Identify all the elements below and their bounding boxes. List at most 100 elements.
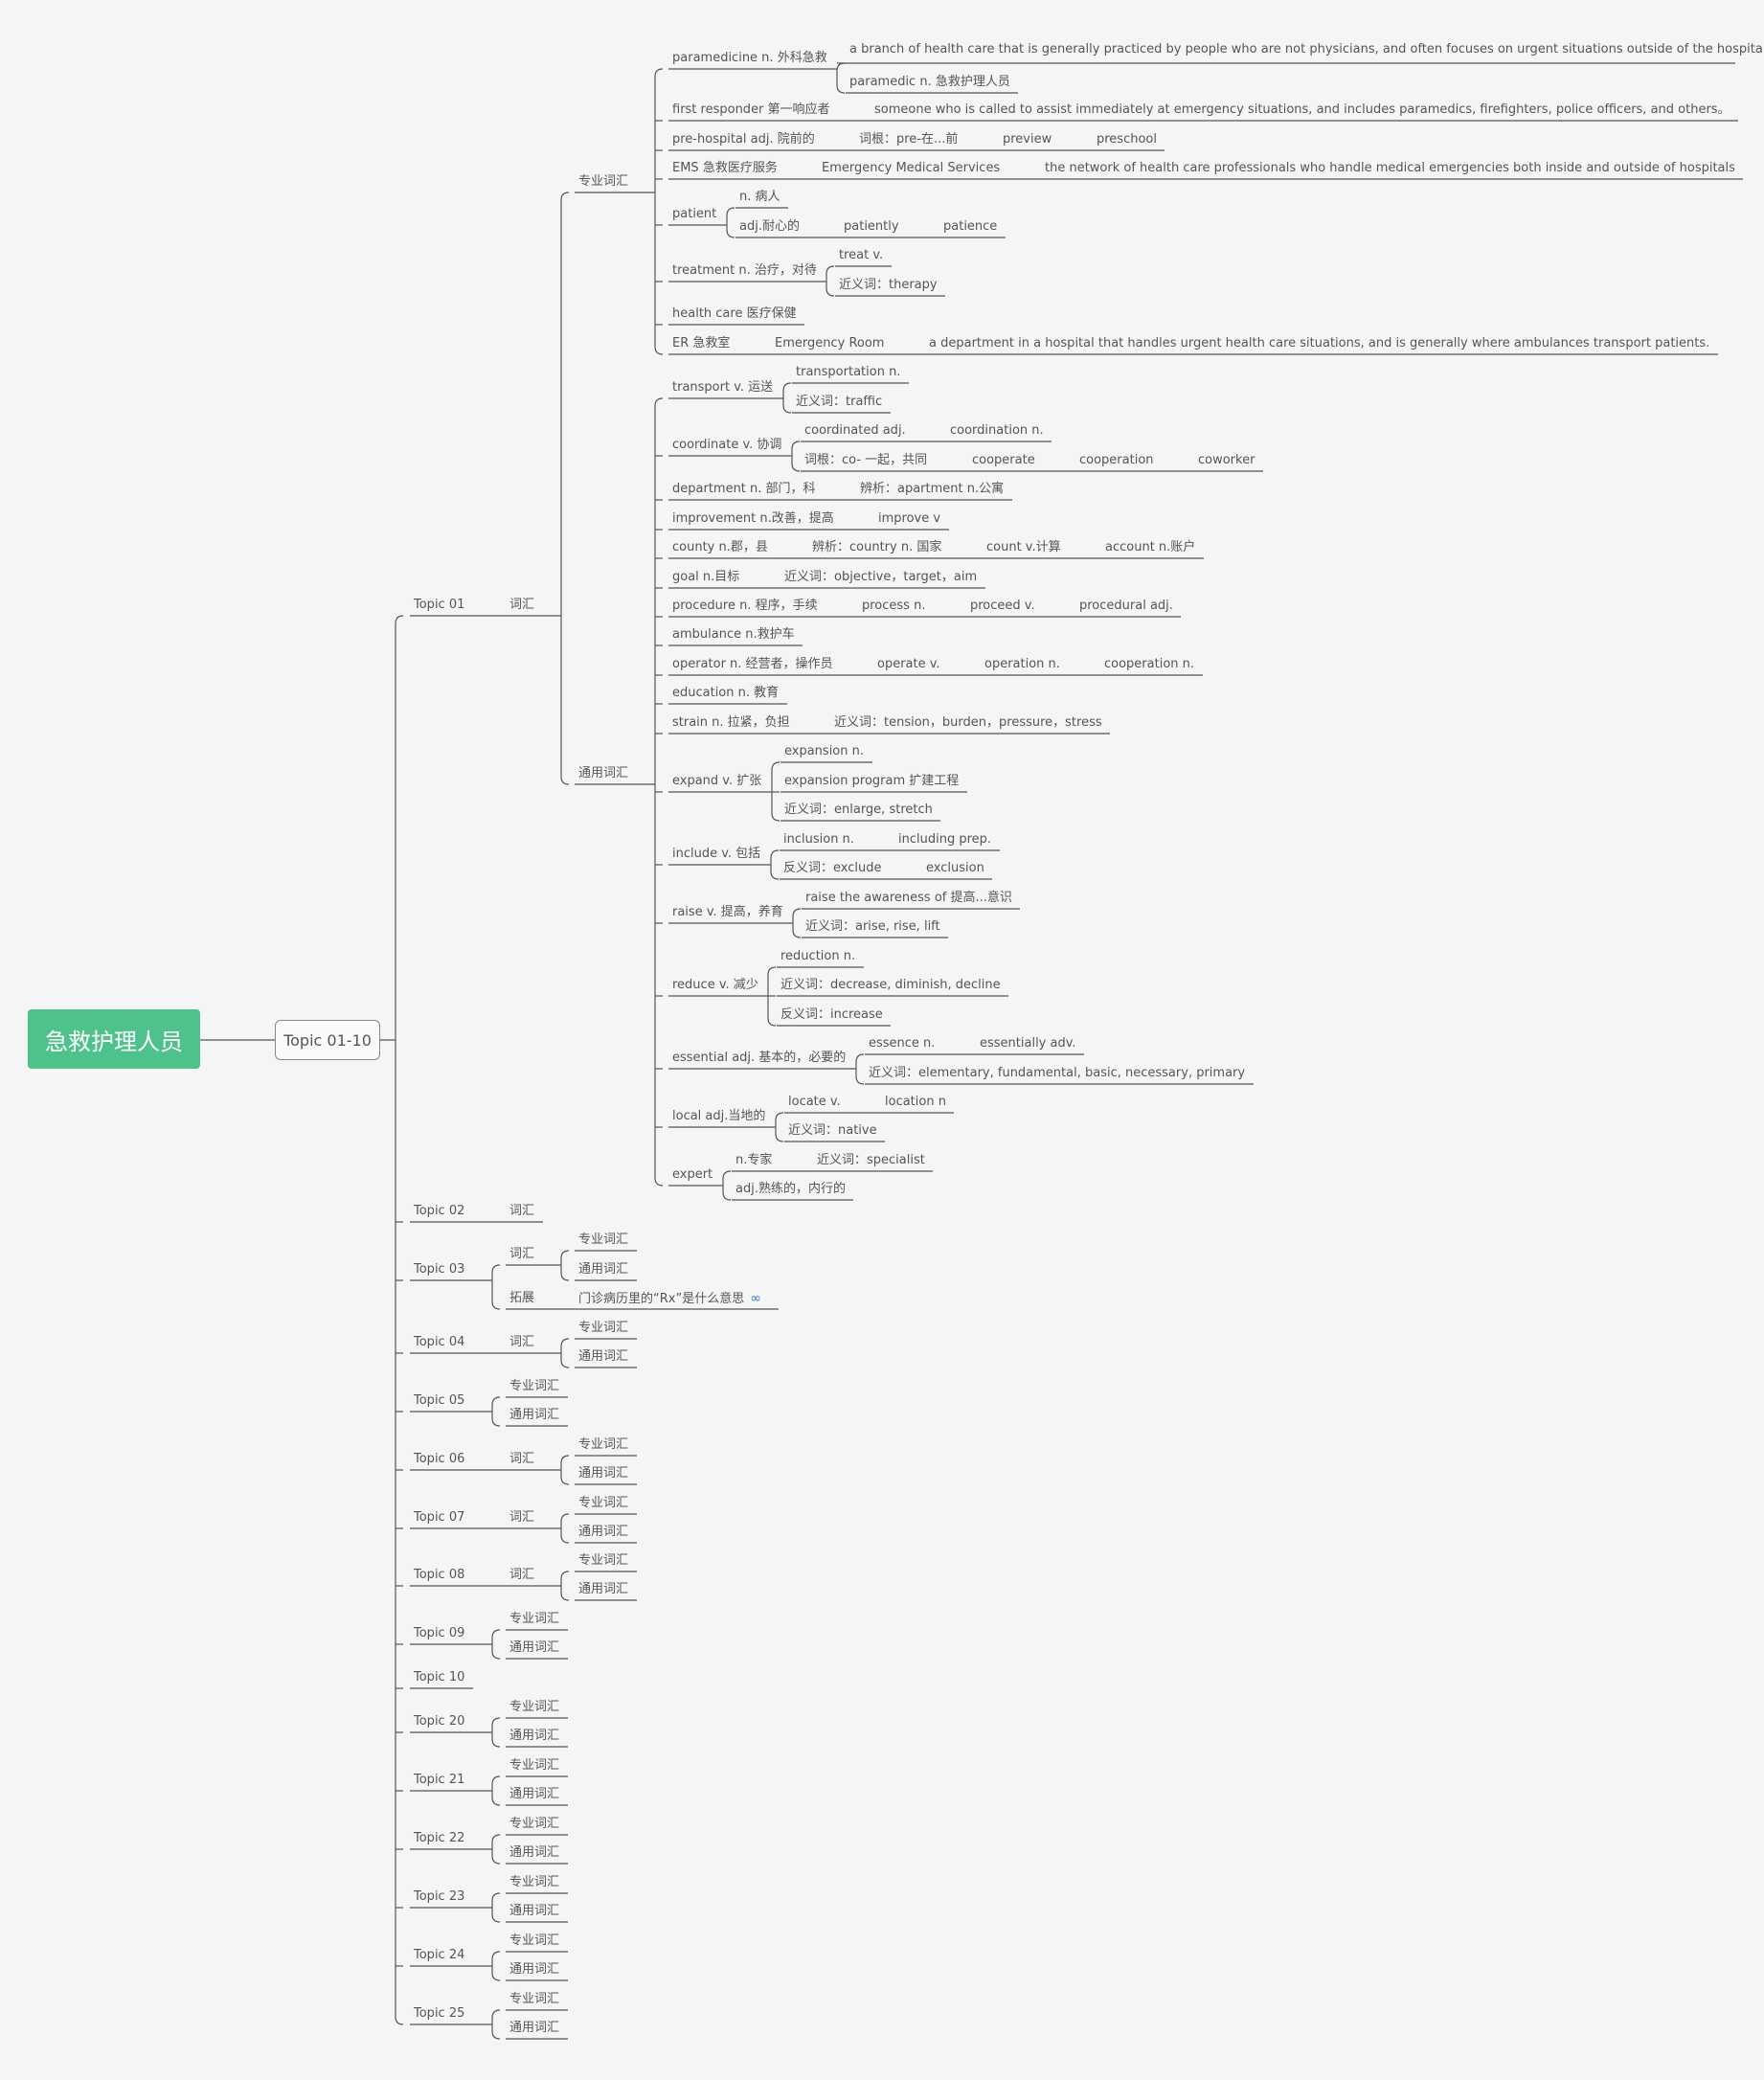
topic-01-gen-item-part[interactable]: account n.账户 <box>1105 540 1196 554</box>
topic-04-specialized[interactable]: 专业词汇 <box>578 1321 629 1335</box>
topic-01-spec-subitem-part[interactable]: patiently <box>844 219 899 234</box>
topic-02-vocab[interactable]: 词汇 <box>509 1204 535 1218</box>
topic-01-spec-definition[interactable]: a branch of health care that is generall… <box>849 42 1764 57</box>
topic-01-gen-item-part[interactable]: cooperation n. <box>1104 657 1195 671</box>
topic-07-vocab[interactable]: 词汇 <box>509 1510 535 1525</box>
topic-01-gen-subitem-part[interactable]: exclusion <box>926 861 984 875</box>
topic-01-gen-item[interactable]: coordinate v. 协调 <box>672 438 782 452</box>
topic-01-gen-subitem-part[interactable]: cooperate <box>972 453 1035 467</box>
topic-01-spec-item-part[interactable]: Emergency Room <box>775 336 885 350</box>
topic-01-spec-item-part[interactable]: EMS 急救医疗服务 <box>672 161 778 175</box>
topic-01-gen-subitem-part[interactable]: raise the awareness of 提高...意识 <box>805 891 1012 905</box>
topic-01-gen-item[interactable]: essential adj. 基本的，必要的 <box>672 1051 847 1065</box>
topic-01-gen-subitem-part[interactable]: adj.熟练的，内行的 <box>735 1182 846 1196</box>
topic-01-gen-subitem-part[interactable]: inclusion n. <box>783 832 854 847</box>
topic-01-gen-item[interactable]: ambulance n.救护车 <box>672 627 795 642</box>
topic-01-gen-subitem-part[interactable]: coworker <box>1198 453 1255 467</box>
topic-01-spec-item-part[interactable]: a department in a hospital that handles … <box>929 336 1710 350</box>
topic-20-specialized[interactable]: 专业词汇 <box>509 1700 560 1714</box>
topic-01-spec-item-part[interactable]: 词根：pre-在...前 <box>859 132 959 147</box>
topic-01-gen-subitem-part[interactable]: 反义词：exclude <box>783 861 882 875</box>
topic-01-gen-item[interactable]: expert <box>672 1167 713 1182</box>
topic-02[interactable]: Topic 02 <box>414 1204 465 1218</box>
topic-01-specialized[interactable]: 专业词汇 <box>578 174 629 189</box>
topic-07-specialized[interactable]: 专业词汇 <box>578 1496 629 1510</box>
topic-01-spec-item-part[interactable]: preschool <box>1097 132 1157 147</box>
topic-01-general[interactable]: 通用词汇 <box>578 766 629 780</box>
topic-01-gen-item-part[interactable]: procedural adj. <box>1079 599 1173 613</box>
topic-01-spec-item-part[interactable]: the network of health care professionals… <box>1045 161 1735 175</box>
topic-24[interactable]: Topic 24 <box>414 1948 465 1962</box>
topic-05-general[interactable]: 通用词汇 <box>509 1408 560 1422</box>
topic-24-general[interactable]: 通用词汇 <box>509 1962 560 1977</box>
topic-01-gen-subitem-part[interactable]: location n <box>885 1095 946 1109</box>
topic-01-gen-item[interactable]: transport v. 运送 <box>672 380 774 395</box>
topic-09-general[interactable]: 通用词汇 <box>509 1640 560 1655</box>
topic-01-gen-item[interactable]: local adj.当地的 <box>672 1109 766 1123</box>
topic-08-general[interactable]: 通用词汇 <box>578 1582 629 1596</box>
topic-01-gen-item-part[interactable]: department n. 部门，科 <box>672 482 816 496</box>
topic-01-spec-item-part[interactable]: ER 急救室 <box>672 336 731 350</box>
topic-01-gen-item-part[interactable]: procedure n. 程序，手续 <box>672 599 818 613</box>
topic-01-gen-subitem-part[interactable]: cooperation <box>1079 453 1154 467</box>
topic-01-gen-subitem-part[interactable]: essentially adv. <box>980 1036 1076 1051</box>
topic-07[interactable]: Topic 07 <box>414 1510 465 1525</box>
topic-01-gen-subitem-part[interactable]: locate v. <box>788 1095 841 1109</box>
topic-01-spec-item[interactable]: treatment n. 治疗，对待 <box>672 263 817 278</box>
topic-01-gen-item[interactable]: raise v. 提高，养育 <box>672 905 783 919</box>
topic-03-extension-note[interactable]: 门诊病历里的“Rx”是什么意思∞ <box>578 1291 761 1306</box>
topic-01-gen-subitem-part[interactable]: coordinated adj. <box>804 423 906 438</box>
topic-21[interactable]: Topic 21 <box>414 1773 465 1787</box>
topic-01-gen-subitem-part[interactable]: 近义词：decrease, diminish, decline <box>780 978 1001 992</box>
topic-01-gen-subitem-part[interactable]: reduction n. <box>780 949 856 963</box>
topic-21-general[interactable]: 通用词汇 <box>509 1787 560 1801</box>
topic-24-specialized[interactable]: 专业词汇 <box>509 1933 560 1948</box>
topic-05-specialized[interactable]: 专业词汇 <box>509 1379 560 1393</box>
topic-01-gen-subitem-part[interactable]: 近义词：elementary, fundamental, basic, nece… <box>869 1066 1246 1080</box>
topic-03[interactable]: Topic 03 <box>414 1262 465 1277</box>
topic-08-specialized[interactable]: 专业词汇 <box>578 1553 629 1568</box>
topic-20-general[interactable]: 通用词汇 <box>509 1729 560 1743</box>
topic-01[interactable]: Topic 01 <box>414 598 465 612</box>
topic-01-spec-item-part[interactable]: someone who is called to assist immediat… <box>874 102 1730 117</box>
topic-01-gen-subitem-part[interactable]: 近义词：specialist <box>817 1153 925 1167</box>
topic-01-gen-subitem-part[interactable]: essence n. <box>869 1036 936 1051</box>
topic-08[interactable]: Topic 08 <box>414 1568 465 1582</box>
topic-06-specialized[interactable]: 专业词汇 <box>578 1437 629 1452</box>
topic-05[interactable]: Topic 05 <box>414 1393 465 1408</box>
topic-01-gen-item-part[interactable]: operator n. 经营者，操作员 <box>672 657 833 671</box>
topic-01-gen-item-part[interactable]: proceed v. <box>970 599 1035 613</box>
topic-01-gen-item-part[interactable]: process n. <box>862 599 926 613</box>
topic-01-gen-subitem-part[interactable]: 近义词：native <box>788 1123 877 1138</box>
topic-09-specialized[interactable]: 专业词汇 <box>509 1612 560 1626</box>
topic-01-spec-item[interactable]: paramedicine n. 外科急救 <box>672 51 827 65</box>
main-topic[interactable]: Topic 01-10 <box>275 1020 380 1060</box>
topic-01-gen-item[interactable]: include v. 包括 <box>672 847 761 861</box>
topic-01-gen-subitem-part[interactable]: 反义词：increase <box>780 1007 883 1022</box>
topic-01-gen-item-part[interactable]: county n.郡，县 <box>672 540 768 554</box>
topic-01-gen-item-part[interactable]: operation n. <box>984 657 1060 671</box>
topic-01-gen-subitem-part[interactable]: coordination n. <box>950 423 1044 438</box>
topic-04-vocab[interactable]: 词汇 <box>509 1335 535 1349</box>
topic-03-general[interactable]: 通用词汇 <box>578 1262 629 1277</box>
topic-01-gen-item-part[interactable]: improvement n.改善，提高 <box>672 511 834 526</box>
topic-01-gen-item[interactable]: education n. 教育 <box>672 686 780 700</box>
topic-01-gen-subitem-part[interactable]: 近义词：enlarge, stretch <box>784 803 933 817</box>
topic-01-gen-item-part[interactable]: count v.计算 <box>986 540 1061 554</box>
topic-22[interactable]: Topic 22 <box>414 1831 465 1845</box>
topic-22-specialized[interactable]: 专业词汇 <box>509 1817 560 1831</box>
topic-01-gen-item[interactable]: reduce v. 减少 <box>672 978 758 992</box>
topic-01-gen-item-part[interactable]: 辨析：country n. 国家 <box>812 540 942 554</box>
topic-01-spec-subitem-part[interactable]: patience <box>943 219 998 234</box>
topic-01-spec-subitem-part[interactable]: 近义词：therapy <box>839 278 938 292</box>
topic-01-gen-item-part[interactable]: operate v. <box>877 657 940 671</box>
topic-03-specialized[interactable]: 专业词汇 <box>578 1232 629 1247</box>
topic-06-vocab[interactable]: 词汇 <box>509 1452 535 1466</box>
topic-23-general[interactable]: 通用词汇 <box>509 1904 560 1918</box>
topic-08-vocab[interactable]: 词汇 <box>509 1568 535 1582</box>
topic-01-gen-subitem-part[interactable]: expansion n. <box>784 744 865 758</box>
link-icon[interactable]: ∞ <box>750 1291 761 1306</box>
topic-06-general[interactable]: 通用词汇 <box>578 1466 629 1481</box>
topic-23[interactable]: Topic 23 <box>414 1889 465 1904</box>
topic-01-vocab[interactable]: 词汇 <box>509 598 535 612</box>
